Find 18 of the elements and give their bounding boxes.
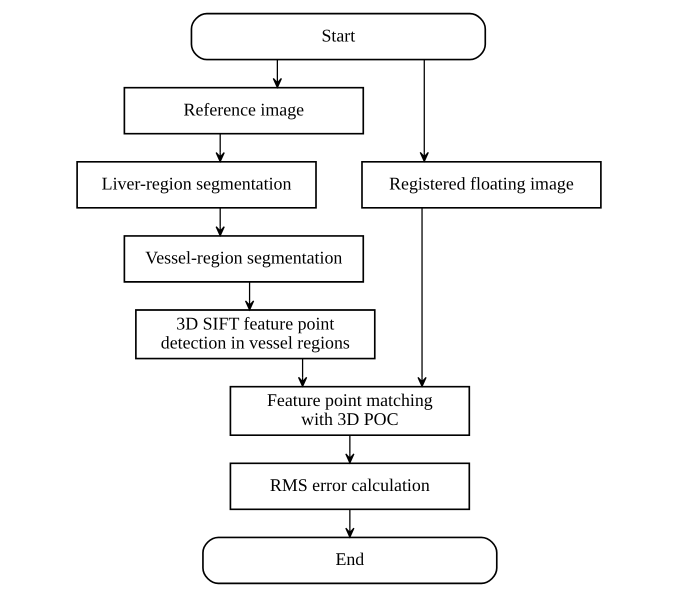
node-box: Vessel-region segmentation xyxy=(123,235,364,283)
arrow xyxy=(215,208,224,236)
arrow xyxy=(244,282,254,310)
arrow xyxy=(416,208,426,387)
node-box: End xyxy=(202,536,498,584)
arrow xyxy=(272,60,282,88)
node-box: Registered floating image xyxy=(360,160,602,209)
arrow xyxy=(344,509,354,538)
arrow xyxy=(297,358,307,387)
arrow xyxy=(419,60,428,162)
node-box: Start xyxy=(190,12,486,60)
node-box: Feature point matching with 3D POC xyxy=(229,386,470,436)
arrow xyxy=(215,134,224,162)
node-box: RMS error calculation xyxy=(229,462,470,510)
node-box: Reference image xyxy=(123,86,364,135)
node-box: 3D SIFT feature point detection in vessel regions xyxy=(134,309,376,360)
node-box: Liver-region segmentation xyxy=(76,160,316,209)
arrow xyxy=(344,436,354,464)
